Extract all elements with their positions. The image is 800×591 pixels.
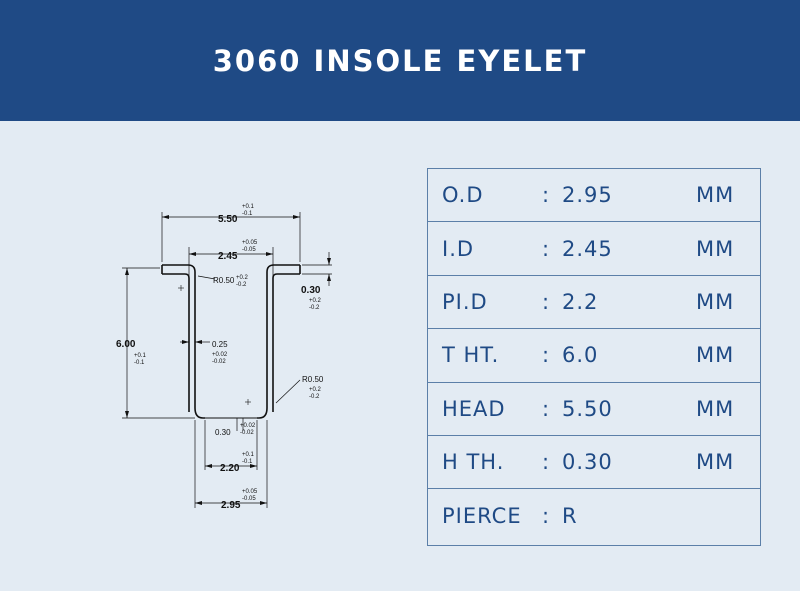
spec-label: O.D <box>442 183 484 208</box>
technical-drawing: 5.50 +0.1 -0.1 2.45 +0.05 -0.05 R0.50 +0… <box>100 190 380 520</box>
center-marks <box>178 285 251 405</box>
flange-dim: 0.30 <box>215 428 231 437</box>
spec-colon: : <box>542 450 551 475</box>
eyelet-profile <box>161 264 301 419</box>
height-tol-plus: +0.1 <box>134 353 147 359</box>
spec-colon: : <box>542 504 551 529</box>
outer-radius: R0.50 <box>213 276 235 285</box>
spec-value: 5.50 <box>562 396 613 421</box>
thickness-dim: 0.30 <box>301 285 321 296</box>
spec-row-pierce: PIERCE : R <box>428 489 760 542</box>
spec-row-head: HEAD : 5.50 MM <box>428 383 760 436</box>
head-dim: 5.50 <box>218 214 238 225</box>
thickness-tol-plus: +0.2 <box>309 298 322 304</box>
outer-radius-tol-minus: -0.2 <box>236 282 247 288</box>
spec-label: I.D <box>442 236 475 261</box>
spec-label: T HT. <box>442 343 500 368</box>
thickness-tol-minus: -0.2 <box>309 305 320 311</box>
wall-dim: 0.25 <box>212 340 228 349</box>
spec-unit: MM <box>696 343 735 368</box>
arrowheads <box>125 215 331 505</box>
flange-tol-plus: +0.02 <box>240 423 256 429</box>
head-tol-plus: +0.1 <box>242 204 255 210</box>
bottom-radius: R0.50 <box>302 375 324 384</box>
spec-value: R <box>562 504 578 529</box>
spec-unit: MM <box>696 236 735 261</box>
spec-label: PIERCE <box>442 504 522 529</box>
spec-colon: : <box>542 289 551 314</box>
header-banner: 3060 INSOLE EYELET <box>0 0 800 121</box>
spec-row-tht: T HT. : 6.0 MM <box>428 329 760 383</box>
outer-radius-tol-plus: +0.2 <box>236 275 249 281</box>
dimension-lines <box>122 212 332 508</box>
spec-value: 6.0 <box>562 343 599 368</box>
height-dim: 6.00 <box>116 339 136 350</box>
spec-colon: : <box>542 343 551 368</box>
spec-label: HEAD <box>442 396 506 421</box>
spec-colon: : <box>542 183 551 208</box>
id-dim: 2.45 <box>218 251 238 262</box>
page-title: 3060 INSOLE EYELET <box>212 43 588 78</box>
spec-row-od: O.D : 2.95 MM <box>428 169 760 223</box>
spec-colon: : <box>542 396 551 421</box>
spec-colon: : <box>542 236 551 261</box>
spec-unit: MM <box>696 289 735 314</box>
pierce-dim: 2.20 <box>220 463 240 474</box>
spec-row-id: I.D : 2.45 MM <box>428 222 760 276</box>
spec-row-hth: H TH. : 0.30 MM <box>428 436 760 490</box>
spec-value: 2.2 <box>562 289 599 314</box>
spec-value: 0.30 <box>562 450 613 475</box>
pierce-tol-minus: -0.1 <box>242 459 253 465</box>
spec-value: 2.95 <box>562 183 613 208</box>
spec-unit: MM <box>696 396 735 421</box>
id-tol-minus: -0.05 <box>242 247 256 253</box>
pierce-tol-plus: +0.1 <box>242 452 255 458</box>
wall-tol-minus: -0.02 <box>212 359 226 365</box>
bottom-radius-tol-minus: -0.2 <box>309 394 320 400</box>
id-tol-plus: +0.05 <box>242 240 258 246</box>
flange-tol-minus: -0.02 <box>240 430 254 436</box>
od-tol-plus: +0.05 <box>242 489 258 495</box>
eyelet-drawing-svg: 5.50 +0.1 -0.1 2.45 +0.05 -0.05 R0.50 +0… <box>116 204 332 511</box>
spec-table: O.D : 2.95 MM I.D : 2.45 MM PI.D : 2.2 M… <box>427 168 761 546</box>
spec-label: PI.D <box>442 289 488 314</box>
bottom-radius-tol-plus: +0.2 <box>309 387 322 393</box>
od-tol-minus: -0.05 <box>242 496 256 502</box>
head-tol-minus: -0.1 <box>242 211 253 217</box>
od-dim: 2.95 <box>221 500 241 511</box>
wall-tol-plus: +0.02 <box>212 352 228 358</box>
spec-label: H TH. <box>442 450 505 475</box>
spec-row-pid: PI.D : 2.2 MM <box>428 276 760 330</box>
spec-unit: MM <box>696 183 735 208</box>
spec-value: 2.45 <box>562 236 613 261</box>
height-tol-minus: -0.1 <box>134 360 145 366</box>
spec-unit: MM <box>696 450 735 475</box>
